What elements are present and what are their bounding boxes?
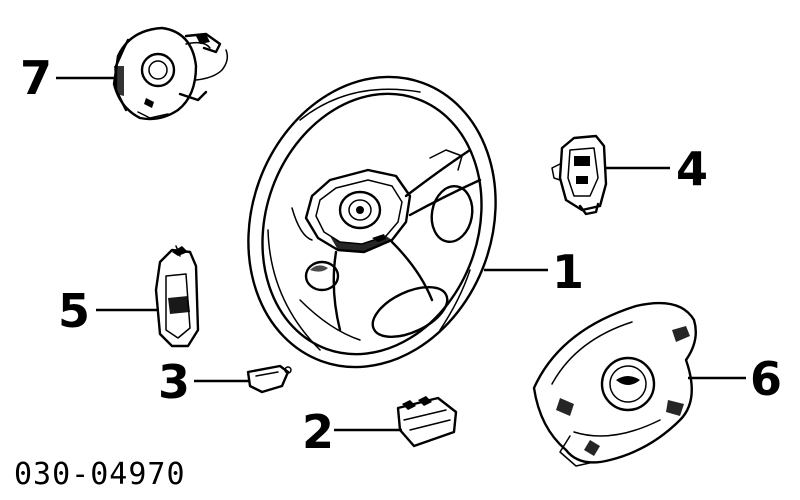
part-number: 030-04970 bbox=[14, 457, 186, 492]
bracket-part bbox=[396, 396, 458, 448]
callout-4: 4 bbox=[676, 142, 708, 196]
clock-spring-part bbox=[112, 26, 229, 121]
cover-part bbox=[154, 245, 200, 348]
callout-6: 6 bbox=[750, 352, 782, 406]
callout-5: 5 bbox=[58, 284, 90, 338]
clip-part bbox=[246, 364, 292, 394]
callout-7: 7 bbox=[20, 51, 52, 105]
steering-wheel-part bbox=[247, 75, 497, 369]
callout-2: 2 bbox=[302, 405, 334, 459]
switch-assembly-part bbox=[551, 134, 608, 216]
callout-1: 1 bbox=[552, 245, 584, 299]
leader-lines bbox=[56, 76, 746, 432]
callout-3: 3 bbox=[158, 355, 190, 409]
airbag-module-part bbox=[532, 301, 697, 467]
